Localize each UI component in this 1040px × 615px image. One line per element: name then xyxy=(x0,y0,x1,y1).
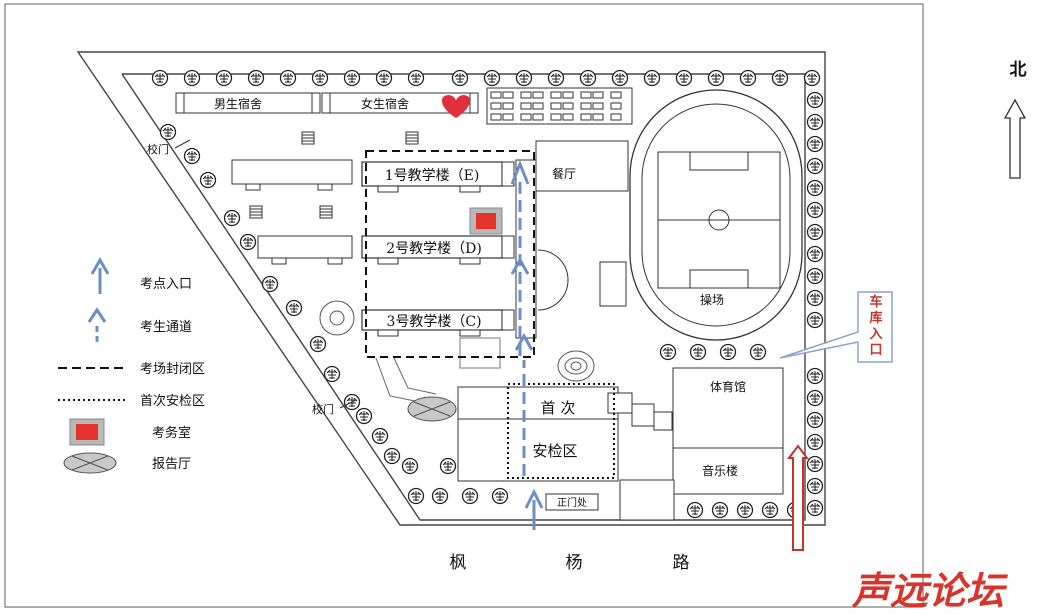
fountain-center xyxy=(557,350,595,382)
sports-field: 操场 xyxy=(629,89,803,341)
road-char-1: 枫 xyxy=(450,553,467,573)
field-label: 操场 xyxy=(700,292,724,307)
legend-label-closed-zone: 考场封闭区 xyxy=(140,362,205,377)
tree-row-north xyxy=(151,69,821,87)
garage-label-2: 库 xyxy=(869,310,882,326)
teaching-building-1: 1号教学楼（E) xyxy=(361,161,515,193)
legend: 考点入口 考生通道 考场封闭区 首次安检区 考务室 报告厅 xyxy=(58,256,205,474)
girls-dorm: 女生宿舍 xyxy=(321,92,479,118)
plaza xyxy=(459,337,501,369)
entrance-arrow xyxy=(524,488,544,530)
gym: 体育馆 xyxy=(672,367,784,449)
auditorium-icon xyxy=(407,396,457,422)
west-building-2 xyxy=(257,235,353,265)
watermark: 声远论坛 xyxy=(851,569,1009,613)
campus-boundary xyxy=(76,51,826,526)
semicircle-platform xyxy=(537,249,569,311)
building-1-label: 1号教学楼（E) xyxy=(385,168,480,184)
legend-item-entrance: 考点入口 xyxy=(90,256,192,294)
west-gate-2-label: 校门 xyxy=(312,402,334,416)
girls-dorm-label: 女生宿舍 xyxy=(361,96,409,111)
gym-label: 体育馆 xyxy=(710,379,746,394)
north-arrow-icon xyxy=(1003,98,1027,179)
security-area-label-1: 首 次 xyxy=(541,399,576,417)
fountain-west xyxy=(319,300,355,336)
west-building-1 xyxy=(231,159,353,191)
legend-item-closed-zone: 考场封闭区 xyxy=(58,362,205,377)
legend-item-security-zone: 首次安检区 xyxy=(58,393,205,409)
building-grid-north xyxy=(486,87,633,125)
legend-label-auditorium: 报告厅 xyxy=(152,457,191,472)
boys-dorm: 男生宿舍 xyxy=(175,92,321,114)
garage-label-1: 车 xyxy=(869,294,882,310)
candidate-passage-arrow xyxy=(510,159,534,476)
legend-item-exam-office: 考务室 xyxy=(69,418,191,446)
canteen: 餐厅 xyxy=(535,140,629,192)
gatehouse-label: 正门处 xyxy=(557,496,587,509)
north-label: 北 xyxy=(1010,60,1027,80)
legend-item-passage: 考生通道 xyxy=(87,307,192,342)
legend-label-exam-office: 考务室 xyxy=(152,425,191,441)
teaching-building-2: 2号教学楼（D) xyxy=(361,235,515,265)
building-2-label: 2号教学楼（D) xyxy=(386,241,482,257)
walkway xyxy=(375,357,437,403)
garage-entrance-arrow xyxy=(787,444,809,551)
security-building: 首 次 安检区 xyxy=(457,386,633,482)
exam-closed-zone xyxy=(365,150,535,358)
canteen-label: 餐厅 xyxy=(552,166,576,181)
legend-label-passage: 考生通道 xyxy=(140,320,192,335)
garage-callout: 车 库 入 口 xyxy=(779,291,893,363)
legend-item-auditorium: 报告厅 xyxy=(63,452,191,474)
west-gate-1-mark xyxy=(174,139,191,149)
road-char-2: 杨 xyxy=(566,553,583,573)
building-3-label: 3号教学楼（C) xyxy=(386,314,481,330)
security-area-label-2: 安检区 xyxy=(532,442,577,460)
legend-label-security-zone: 首次安检区 xyxy=(140,393,205,409)
exam-office-icon xyxy=(469,207,503,235)
south-annex xyxy=(619,403,675,521)
north-compass: 北 xyxy=(1003,60,1027,179)
west-gate-2-mark xyxy=(339,399,357,409)
heart-icon xyxy=(441,95,471,118)
road-label: 枫 杨 路 xyxy=(450,553,690,573)
teaching-building-3: 3号教学楼（C) xyxy=(361,309,515,337)
boys-dorm-label: 男生宿舍 xyxy=(214,96,262,111)
garage-label-4: 口 xyxy=(869,343,882,358)
small-building-east xyxy=(599,261,627,307)
legend-label-entrance: 考点入口 xyxy=(140,277,192,292)
music-label: 音乐楼 xyxy=(702,463,738,478)
road-char-3: 路 xyxy=(673,553,690,573)
gatehouse: 正门处 xyxy=(545,493,599,511)
garage-label-3: 入 xyxy=(869,327,882,342)
music-building: 音乐楼 xyxy=(672,447,784,495)
west-gate-1-label: 校门 xyxy=(147,142,169,156)
